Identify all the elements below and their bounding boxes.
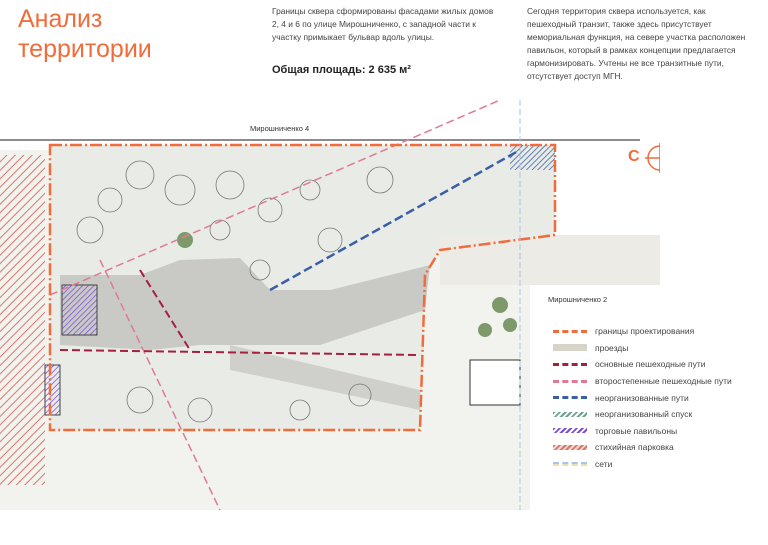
pavilion-swatch-icon xyxy=(553,428,587,434)
legend-label: сети xyxy=(595,459,613,470)
legend-item: проезды xyxy=(553,340,732,357)
street-label-north: Мирошниченко 4 xyxy=(250,124,310,133)
north-compass-label: С xyxy=(628,148,640,165)
legend-item: торговые павильоны xyxy=(553,423,732,440)
legend-item: неорганизованные пути xyxy=(553,389,732,406)
driveway-swatch-icon xyxy=(553,344,587,352)
descent-swatch-icon xyxy=(553,411,587,417)
legend-label: границы проектирования xyxy=(595,326,695,337)
site-plan-map xyxy=(0,95,660,515)
main-path xyxy=(59,349,421,356)
legend-item: основные пешеходные пути xyxy=(553,356,732,373)
shrubs xyxy=(177,232,517,337)
spontaneous-parking xyxy=(0,155,45,485)
parking-swatch-icon xyxy=(553,444,587,450)
pavilion xyxy=(61,284,98,336)
legend-label: проезды xyxy=(595,342,629,353)
main-path-swatch-icon xyxy=(553,362,587,366)
secondary-path-swatch-icon xyxy=(553,379,587,383)
legend-label: второстепенные пешеходные пути xyxy=(595,376,732,387)
legend-item: неорганизованный спуск xyxy=(553,406,732,423)
legend-label: основные пешеходные пути xyxy=(595,359,706,370)
legend-item: второстепенные пешеходные пути xyxy=(553,373,732,390)
street-label-east: Мирошниченко 2 xyxy=(548,295,608,304)
legend: границы проектирования проезды основные … xyxy=(553,323,732,472)
page-title: Анализ территории xyxy=(18,5,152,63)
utilities-swatch-icon xyxy=(553,462,587,467)
legend-item: границы проектирования xyxy=(553,323,732,340)
design-boundary xyxy=(48,143,557,432)
trees xyxy=(76,160,394,423)
legend-label: стихийная парковка xyxy=(595,442,674,453)
description-left: Границы сквера сформированы фасадами жил… xyxy=(272,6,494,42)
total-area: Общая площадь: 2 635 м² xyxy=(272,64,411,76)
description-right: Сегодня территория сквера используется, … xyxy=(527,6,746,81)
legend-label: неорганизованные пути xyxy=(595,392,689,403)
legend-label: торговые павильоны xyxy=(595,425,678,436)
legend-item: стихийная парковка xyxy=(553,439,732,456)
unorganized-path xyxy=(269,148,521,292)
legend-item: сети xyxy=(553,456,732,473)
legend-label: неорганизованный спуск xyxy=(595,409,693,420)
unorganized-path-swatch-icon xyxy=(553,396,587,400)
driveway xyxy=(60,258,430,350)
boundary-swatch-icon xyxy=(553,329,587,333)
